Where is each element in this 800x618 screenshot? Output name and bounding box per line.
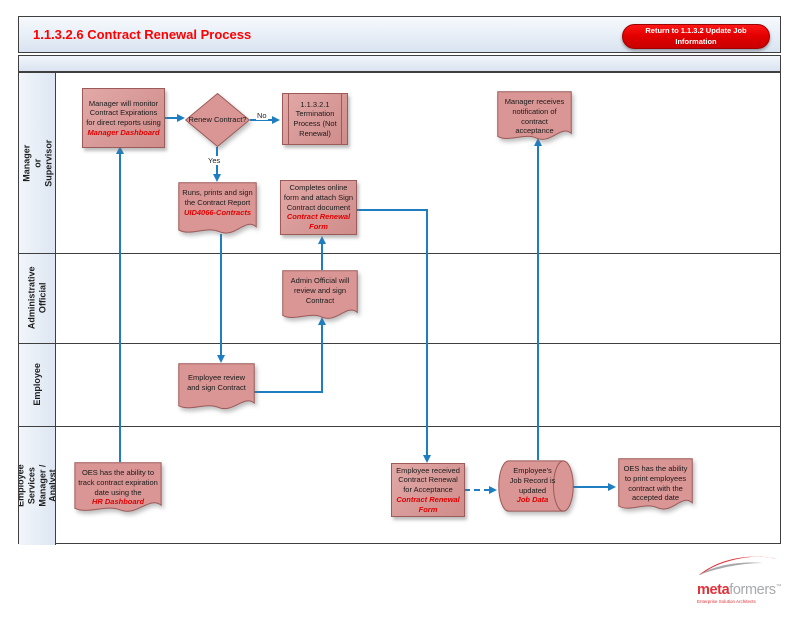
document-admin-review: Admin Official will review and sign Cont… — [282, 270, 358, 323]
arrowhead-up-icon — [534, 138, 542, 146]
document-shape-icon — [282, 270, 358, 323]
logo-formers: formers — [729, 582, 776, 598]
cylinder-shape-icon — [498, 460, 574, 512]
connector-employee-review-to-admin — [321, 325, 323, 393]
connector-completes-to-received — [426, 209, 428, 456]
document-shape-icon — [497, 91, 572, 144]
shape-system-label: HR Dashboard — [91, 497, 145, 507]
shape-text: Employee received Contract Renewal for A… — [396, 465, 460, 495]
document-shape-icon — [178, 363, 255, 413]
return-button[interactable]: Return to 1.1.3.2 Update Job Information — [622, 24, 770, 49]
shape-text: Runs, prints and sign the Contract Repor… — [182, 188, 253, 207]
lane-divider — [19, 343, 780, 344]
logo-trademark: ™ — [775, 584, 782, 591]
connector-decision-no — [250, 119, 273, 121]
shape-text: Completes online form and attach Sign Co… — [283, 183, 354, 212]
shape-text: Renew Contract? — [188, 115, 247, 125]
arrowhead-right-icon — [177, 114, 185, 122]
shape-text: Employee's Job Record is updated — [509, 466, 556, 495]
arrowhead-down-icon — [217, 355, 225, 363]
subprocess-stripe — [288, 94, 289, 144]
connector-admin-to-completes — [321, 244, 323, 270]
connector-label-no: No — [256, 111, 268, 120]
swimlane-frame: Manager or Supervisor Administrative Off… — [18, 72, 781, 545]
document-manager-receives: Manager receives notification of contrac… — [497, 91, 572, 144]
shape-system-label: UID4066-Contracts — [183, 207, 252, 217]
shape-system-label: Job Data — [516, 495, 549, 505]
logo-wordmark: metaformers™ — [697, 583, 787, 598]
lane-label-employee: Employee — [19, 343, 56, 426]
diamond-shape-icon — [185, 93, 250, 147]
arrowhead-down-icon — [423, 455, 431, 463]
document-oes-track: OES has the ability to track contract ex… — [74, 462, 162, 516]
subprocess-stripe — [341, 94, 342, 144]
connector-jobdata-to-print — [573, 486, 609, 488]
document-employee-review: Employee review and sign Contract — [178, 363, 255, 413]
connector-received-to-jobdata-dashed — [464, 489, 490, 491]
connector-track-to-monitor — [119, 154, 121, 462]
logo-tagline: Enterprise Solution Architects — [697, 598, 756, 604]
shape-text: OES has the ability to track contract ex… — [78, 468, 158, 497]
shape-text: Manager receives notification of contrac… — [504, 97, 565, 136]
connector-jobdata-to-notification — [537, 146, 539, 460]
arrowhead-up-icon — [318, 317, 326, 325]
shape-text: 1.1.3.2.1 Termination Process (Not Renew… — [293, 99, 337, 138]
shape-text: OES has the ability to print employees c… — [623, 464, 688, 503]
document-shape-icon — [178, 182, 257, 238]
connector-completes-to-received — [356, 209, 428, 211]
logo-swoosh-icon — [699, 556, 777, 575]
shape-text: Manager will monitor Contract Expiration… — [86, 98, 161, 128]
arrowhead-up-icon — [116, 146, 124, 154]
metaformers-logo: metaformers™ Enterprise Solution Archite… — [697, 552, 787, 604]
lane-label-administrative-official: Administrative Official — [19, 253, 56, 343]
shape-system-label: Contract Renewal Form — [286, 212, 351, 232]
shape-system-label: Manager Dashboard — [87, 127, 160, 137]
lane-label-employee-services: Employee Services Manager / Analyst — [19, 426, 56, 545]
arrowhead-right-icon — [489, 486, 497, 494]
lane-label-text: Manager or Supervisor — [20, 139, 53, 187]
page-title: 1.1.3.2.6 Contract Renewal Process — [33, 27, 252, 42]
shape-text: Employee review and sign Contract — [187, 373, 246, 392]
connector-employee-review-to-admin — [254, 391, 323, 393]
document-oes-print: OES has the ability to print employees c… — [618, 458, 693, 514]
arrowhead-right-icon — [272, 116, 280, 124]
arrowhead-down-icon — [213, 174, 221, 182]
decision-renew-contract: Renew Contract? — [185, 93, 250, 147]
connector-report-to-employee-review — [220, 234, 222, 356]
process-employee-received: Employee received Contract Renewal for A… — [391, 463, 465, 517]
return-button-label: Return to 1.1.3.2 Update Job Information — [645, 26, 747, 46]
connector-label-yes: Yes — [207, 156, 222, 165]
connector-monitor-to-decision — [165, 117, 177, 119]
lane-divider — [19, 426, 780, 427]
lane-label-text: Employee Services Manager / Analyst — [19, 464, 56, 507]
logo-meta: meta — [697, 582, 730, 598]
lane-label-text: Employee — [31, 363, 42, 406]
document-shape-icon — [618, 458, 693, 514]
arrowhead-up-icon — [318, 236, 326, 244]
process-completes-online-form: Completes online form and attach Sign Co… — [280, 180, 357, 235]
shape-text: Admin Official will review and sign Cont… — [290, 276, 350, 305]
subprocess-termination[interactable]: 1.1.3.2.1 Termination Process (Not Renew… — [282, 93, 348, 145]
frame-top-strip — [18, 55, 781, 72]
document-runs-prints: Runs, prints and sign the Contract Repor… — [178, 182, 257, 238]
shape-system-label: Contract Renewal Form — [396, 494, 460, 514]
process-manager-monitor: Manager will monitor Contract Expiration… — [82, 88, 165, 148]
document-shape-icon — [74, 462, 162, 516]
lane-divider — [19, 253, 780, 254]
lane-label-manager-or-supervisor: Manager or Supervisor — [19, 73, 56, 253]
arrowhead-right-icon — [608, 483, 616, 491]
lane-label-text: Administrative Official — [26, 266, 47, 330]
